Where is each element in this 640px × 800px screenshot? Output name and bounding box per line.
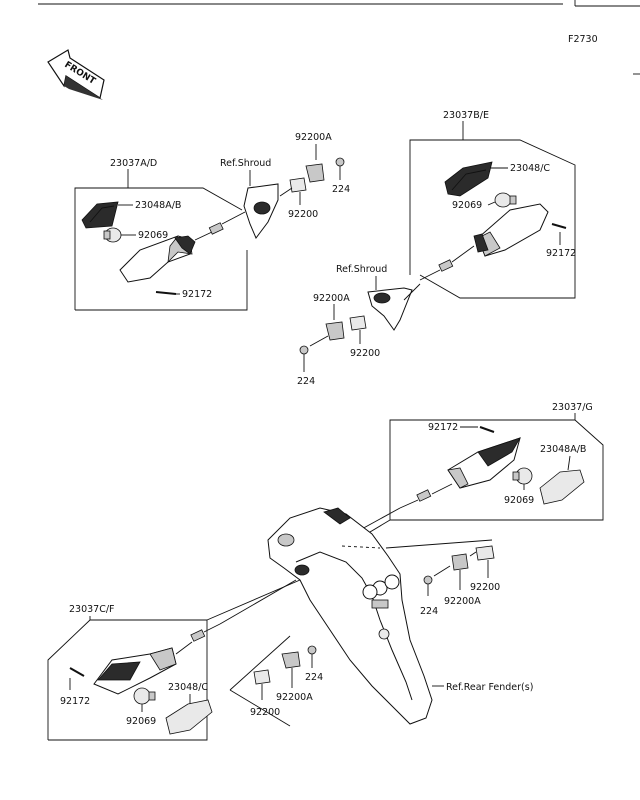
label-rear-left-lens: 23048/C: [168, 682, 208, 693]
figure-code: F2730: [568, 34, 598, 45]
front-arrow-icon: FRONT: [47, 49, 105, 100]
rear-left-nut: [307, 645, 317, 655]
rear-right-nut: [423, 575, 433, 585]
label-rear-left-nut: 224: [305, 672, 323, 683]
rear-fender: Ref.Rear Fender(s): [267, 507, 533, 725]
label-rear-right-plate: 92200: [470, 582, 500, 593]
label-front-right-nut: 224: [297, 376, 315, 387]
header-rules: [38, 0, 640, 75]
front-left-plate: [289, 177, 307, 193]
label-front-left-plate: 92200: [288, 209, 318, 220]
front-right-lens: [444, 161, 493, 197]
front-right-shroud: [367, 287, 413, 331]
label-front-left-bracket: 92200A: [295, 132, 332, 143]
rear-right-bracket: [451, 553, 469, 571]
label-front-right-plate: 92200: [350, 348, 380, 359]
rear-right-turn-signal-group: 23037/G 92172 92069 23048A/B 224 92200A: [339, 402, 604, 617]
rear-left-bracket: [281, 651, 301, 669]
front-right-bulb: [494, 192, 512, 208]
label-front-right-shroud: Ref.Shroud: [336, 264, 387, 275]
label-front-left-lens: 23048A/B: [135, 200, 181, 211]
front-left-bracket: [305, 163, 325, 183]
label-front-left-assy: 23037A/D: [110, 158, 157, 169]
label-front-right-lens: 23048/C: [510, 163, 550, 174]
label-front-right-assy: 23037B/E: [443, 110, 489, 121]
label-rear-right-bracket: 92200A: [444, 596, 481, 607]
front-right-bracket: [325, 321, 345, 341]
label-front-left-bulb: 92069: [138, 230, 168, 241]
rear-left-lens: [165, 699, 213, 735]
label-rear-left-bulb: 92069: [126, 716, 156, 727]
label-rear-right-nut: 224: [420, 606, 438, 617]
front-right-turn-signal-group: 23037B/E 23048/C 92069 92172 Ref.Shroud …: [297, 110, 576, 387]
rear-left-turn-signal-group: 23037C/F 92172 92069 23048/C 92200 92200…: [47, 579, 323, 741]
front-left-turn-signal-group: 23037A/D 23048A/B 92069 92172 Ref.Shroud…: [74, 132, 350, 311]
rear-right-plate: [475, 545, 495, 561]
label-rear-right-assy: 23037/G: [552, 402, 593, 413]
label-rear-left-bracket: 92200A: [276, 692, 313, 703]
label-rear-left-plate: 92200: [250, 707, 280, 718]
label-front-left-screw: 92172: [182, 289, 212, 300]
label-front-left-nut: 224: [332, 184, 350, 195]
front-right-plate: [349, 315, 367, 331]
label-front-right-bulb: 92069: [452, 200, 482, 211]
label-rear-right-lens: 23048A/B: [540, 444, 586, 455]
rear-left-plate: [253, 669, 271, 685]
label-rear-left-assy: 23037C/F: [69, 604, 115, 615]
front-left-nut: [335, 157, 345, 167]
label-front-left-shroud: Ref.Shroud: [220, 158, 271, 169]
rear-left-bulb: [133, 687, 151, 705]
label-rear-right-screw: 92172: [428, 422, 458, 433]
label-rear-fender: Ref.Rear Fender(s): [446, 682, 533, 693]
label-front-right-screw: 92172: [546, 248, 576, 259]
front-right-nut: [299, 345, 309, 355]
rear-right-lens: [539, 469, 585, 505]
label-rear-left-screw: 92172: [60, 696, 90, 707]
label-rear-right-bulb: 92069: [504, 495, 534, 506]
label-front-right-bracket: 92200A: [313, 293, 350, 304]
